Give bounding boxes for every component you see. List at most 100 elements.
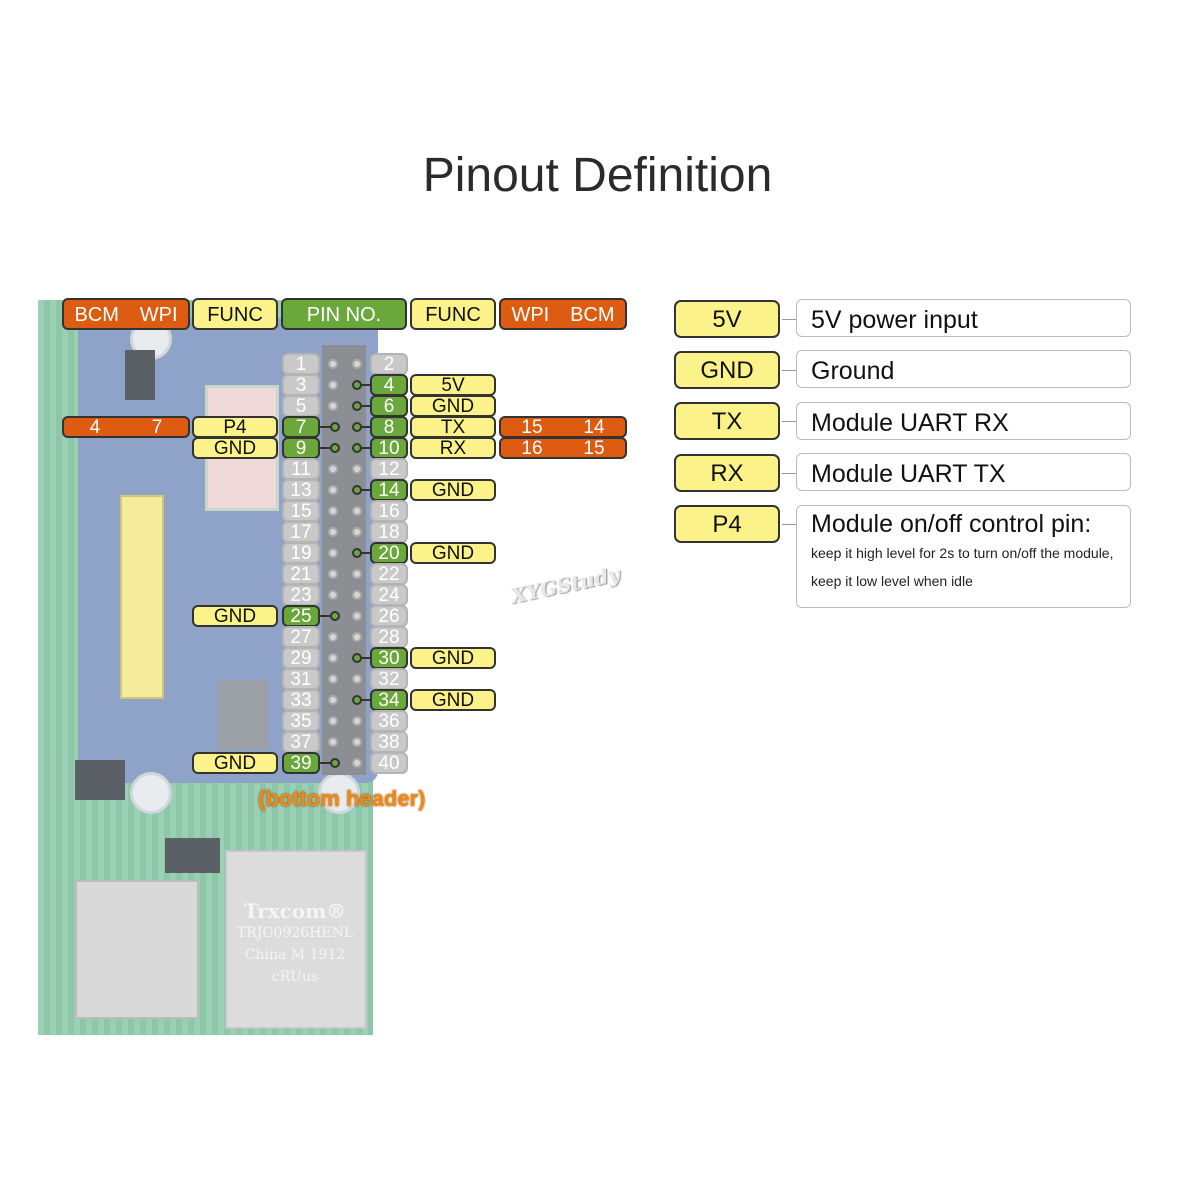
pin-dot xyxy=(328,401,338,411)
pin-dot xyxy=(352,716,362,726)
pin-15: 15 xyxy=(282,500,320,522)
pin-9: 9 xyxy=(282,437,320,459)
legend-key-rx: RX xyxy=(674,454,780,492)
header-wpi: WPI xyxy=(511,304,550,326)
pin-2: 2 xyxy=(370,353,408,375)
func-label-gnd: GND xyxy=(410,395,496,417)
pin-dot xyxy=(330,422,340,432)
pin-dot xyxy=(352,674,362,684)
pin-connector xyxy=(358,657,370,659)
pin-6: 6 xyxy=(370,395,408,417)
pin-connector xyxy=(358,405,370,407)
pin-8: 8 xyxy=(370,416,408,438)
pin-dot xyxy=(352,464,362,474)
pin-connector xyxy=(320,762,332,764)
pin-dot xyxy=(328,695,338,705)
pin-dot xyxy=(352,359,362,369)
header-right-gpio: WPI BCM xyxy=(499,298,627,330)
pin-31: 31 xyxy=(282,668,320,690)
pin-dot xyxy=(330,611,340,621)
pin-30: 30 xyxy=(370,647,408,669)
pin-dot xyxy=(352,548,362,558)
pin-dot xyxy=(352,380,362,390)
legend-connector xyxy=(782,421,796,422)
legend-desc-p4-title: Module on/off control pin: xyxy=(811,510,1092,538)
pin-25: 25 xyxy=(282,605,320,627)
legend-desc-p4-note: keep it high level for 2s to turn on/off… xyxy=(811,545,1114,561)
ethernet-label: Trxcom® TRJG0926HENL China M 1912 cRUus xyxy=(235,900,355,988)
pin-dot xyxy=(328,674,338,684)
pin-dot xyxy=(352,695,362,705)
eth-model: TRJG0926HENL xyxy=(236,925,354,941)
legend-key-tx: TX xyxy=(674,402,780,440)
pin-connector xyxy=(320,447,332,449)
legend-connector xyxy=(782,370,796,371)
page-title: Pinout Definition xyxy=(422,149,773,202)
pin-connector xyxy=(358,699,370,701)
eth-origin: China M 1912 xyxy=(244,947,346,963)
func-label-p4: P4 xyxy=(192,416,278,438)
legend-key-5v: 5V xyxy=(674,300,780,338)
header-wpi: WPI xyxy=(139,304,178,326)
usb-port xyxy=(75,880,199,1019)
pin-33: 33 xyxy=(282,689,320,711)
pin-14: 14 xyxy=(370,479,408,501)
pin-39: 39 xyxy=(282,752,320,774)
pin-3: 3 xyxy=(282,374,320,396)
legend-connector xyxy=(782,319,796,320)
header-pin-no: PIN NO. xyxy=(281,298,407,330)
pin-5: 5 xyxy=(282,395,320,417)
pin-dot xyxy=(328,506,338,516)
func-label-rx: RX xyxy=(410,437,496,459)
pin-dot xyxy=(328,653,338,663)
pin-40: 40 xyxy=(370,752,408,774)
func-label-gnd: GND xyxy=(192,437,278,459)
func-label-gnd: GND xyxy=(410,689,496,711)
pin-connector xyxy=(320,426,332,428)
pin-dot xyxy=(328,359,338,369)
pin-37: 37 xyxy=(282,731,320,753)
func-label-gnd: GND xyxy=(192,752,278,774)
pin-dot xyxy=(328,632,338,642)
pin-29: 29 xyxy=(282,647,320,669)
header-bcm: BCM xyxy=(74,304,119,326)
pin-28: 28 xyxy=(370,626,408,648)
pin-dot xyxy=(352,737,362,747)
chip xyxy=(75,760,125,800)
pin-dot xyxy=(328,380,338,390)
pin-24: 24 xyxy=(370,584,408,606)
pin-7: 7 xyxy=(282,416,320,438)
pin-34: 34 xyxy=(370,689,408,711)
func-label-tx: TX xyxy=(410,416,496,438)
uart-connector xyxy=(120,495,164,699)
pin-16: 16 xyxy=(370,500,408,522)
pin-17: 17 xyxy=(282,521,320,543)
pin-27: 27 xyxy=(282,626,320,648)
legend-desc-tx: Module UART RX xyxy=(796,402,1131,440)
func-label-gnd: GND xyxy=(410,542,496,564)
pin-dot xyxy=(352,527,362,537)
legend-desc-rx: Module UART TX xyxy=(796,453,1131,491)
pin-dot xyxy=(352,401,362,411)
pin-19: 19 xyxy=(282,542,320,564)
legend-key-gnd: GND xyxy=(674,351,780,389)
pin-dot xyxy=(328,527,338,537)
pin-dot xyxy=(328,464,338,474)
legend-connector xyxy=(782,473,796,474)
pin-dot xyxy=(328,485,338,495)
func-label-5v: 5V xyxy=(410,374,496,396)
pin-23: 23 xyxy=(282,584,320,606)
pin-dot xyxy=(352,506,362,516)
pin-12: 12 xyxy=(370,458,408,480)
pin-dot xyxy=(352,758,362,768)
wpi-number: 7 xyxy=(151,417,163,438)
pin-10: 10 xyxy=(370,437,408,459)
pin-22: 22 xyxy=(370,563,408,585)
func-label-gnd: GND xyxy=(192,605,278,627)
bottom-header-note: (bottom header) xyxy=(258,786,426,811)
chip xyxy=(125,350,155,400)
pin-dot xyxy=(352,569,362,579)
